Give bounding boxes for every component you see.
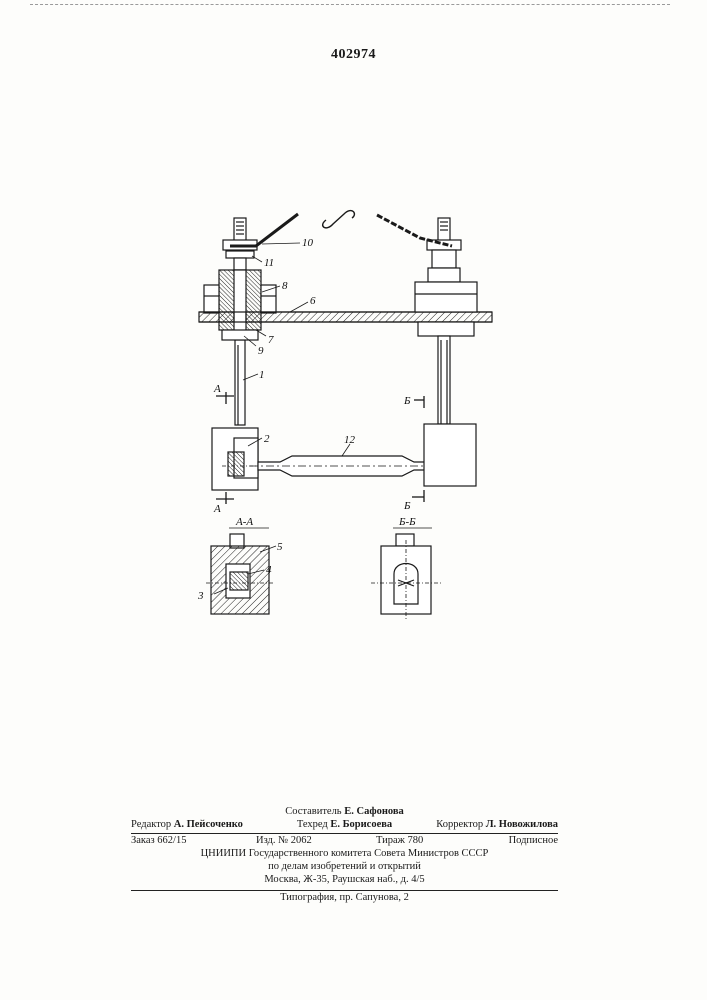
section-mark-b-bottom: Б <box>403 500 411 512</box>
corrector-name: Л. Новожилова <box>486 819 558 830</box>
callout-3: 3 <box>197 590 204 602</box>
section-title-a-a: А-А <box>235 516 253 528</box>
techred-label: Техред <box>297 819 328 830</box>
imprint-block: Составитель Е. Сафонова Редактор А. Пейс… <box>131 806 558 905</box>
callout-4: 4 <box>266 564 272 576</box>
right-holder <box>424 424 476 486</box>
compiler-line: Составитель Е. Сафонова <box>131 806 558 819</box>
callout-10: 10 <box>302 237 314 249</box>
cables <box>230 211 452 246</box>
printer-line: Типография, пр. Сапунова, 2 <box>131 892 558 905</box>
callout-5: 5 <box>277 541 283 553</box>
left-bushing <box>204 270 276 340</box>
order-number: Заказ 662/15 <box>131 835 186 848</box>
compiler-label: Составитель <box>285 806 341 817</box>
corrector-label: Корректор <box>436 819 483 830</box>
imprint-rule-bottom <box>131 890 558 891</box>
address-line: Москва, Ж-35, Раушская наб., д. 4/5 <box>131 874 558 887</box>
callout-1: 1 <box>259 369 265 381</box>
section-a-a <box>206 528 274 614</box>
org-line-1: ЦНИИПИ Государственного комитета Совета … <box>131 848 558 861</box>
specimen <box>250 456 440 476</box>
circulation: Тираж 780 <box>376 835 423 848</box>
compiler-name: Е. Сафонова <box>344 806 404 817</box>
imprint-rule-top <box>131 833 558 834</box>
left-holder <box>212 428 262 490</box>
callout-7: 7 <box>268 334 274 346</box>
callout-12: 12 <box>344 434 356 446</box>
staff-line: Редактор А. Пейсоченко Техред Е. Борисое… <box>131 819 558 832</box>
callout-6: 6 <box>310 295 316 307</box>
org-line-2: по делам изобретений и открытий <box>131 861 558 874</box>
section-b-b <box>371 528 441 620</box>
edition-number: Изд. № 2062 <box>256 835 312 848</box>
section-mark-b-top: Б <box>403 395 411 407</box>
section-title-b-b: Б-Б <box>398 516 416 528</box>
techred-name: Е. Борисоева <box>330 819 392 830</box>
section-mark-a-bottom: A <box>213 503 221 515</box>
callout-2: 2 <box>264 433 270 445</box>
order-line: Заказ 662/15 Изд. № 2062 Тираж 780 Подпи… <box>131 835 558 848</box>
callout-11: 11 <box>264 257 274 269</box>
callout-8: 8 <box>282 280 288 292</box>
subscription: Подписное <box>509 835 558 848</box>
callout-9: 9 <box>258 345 264 357</box>
section-mark-a-top: A <box>213 383 221 395</box>
